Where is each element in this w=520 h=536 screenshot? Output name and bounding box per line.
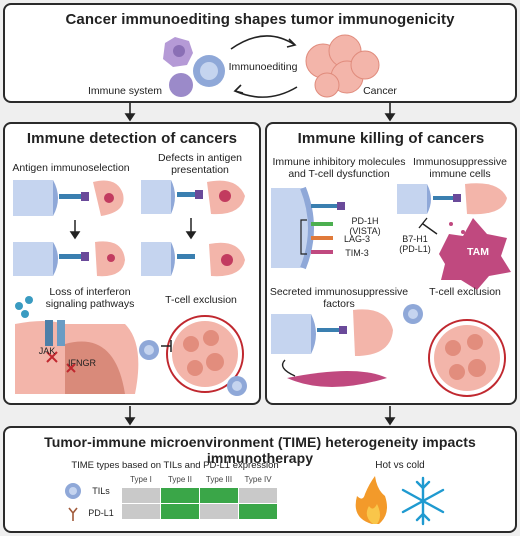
killing-title: Immune killing of cancers [297, 130, 485, 147]
tim3-label: TIM-3 [345, 248, 369, 258]
immune-cells-icon [163, 37, 225, 97]
suppressive-label-line2: immune cells [429, 168, 491, 180]
immune-system-label: Immune system [87, 85, 163, 97]
killing-panel: Immune killing of cancers [265, 122, 517, 405]
hot-vs-cold-label: Hot vs cold [375, 460, 425, 471]
type-iv-header: Type IV [244, 475, 272, 484]
til-icon [65, 483, 81, 499]
tumor-cluster-icon [305, 34, 380, 98]
grid-cell [160, 487, 200, 504]
detection-title: Immune detection of cancers [26, 130, 238, 147]
time-panel: Tumor-immune microenvironment (TIME) het… [3, 426, 517, 533]
jak-label: JAK [38, 346, 56, 356]
b7h1-label-line2: (PD-L1) [399, 244, 431, 254]
immunosuppressive-cells-icon [397, 183, 511, 290]
row-label-pdl1: PD-L1 [88, 508, 114, 518]
tcell-tumor-escape-icon [13, 241, 125, 277]
row-label-tils: TILs [92, 486, 110, 496]
grid-cell [121, 487, 161, 504]
tcell-tumor-synapse-icon [13, 180, 124, 216]
immunoediting-title: Cancer immunoediting shapes tumor immuno… [65, 11, 455, 28]
ifngr-label: IFNGR [68, 358, 96, 368]
immunoediting-illustration [163, 34, 380, 98]
table-row-pdl1 [121, 503, 278, 520]
grid-cell [121, 503, 161, 520]
table-row-tils [121, 487, 278, 504]
defects-label-line1: Defects in antigen [157, 152, 243, 164]
tcell-exclusion-icon [139, 315, 247, 396]
tam-label: TAM [467, 246, 489, 258]
antigen-presentation-icon [141, 180, 245, 215]
killing-tcell-exclusion-icon [403, 304, 506, 397]
type-ii-header: Type II [167, 475, 192, 484]
defects-label-line2: presentation [171, 164, 229, 176]
suppressive-label-line1: Immunosuppressive [413, 156, 507, 168]
time-title: Tumor-immune microenvironment (TIME) het… [44, 434, 476, 466]
secreted-label-line2: factors [323, 298, 355, 310]
pd1h-label-line2: (VISTA) [349, 226, 381, 236]
lag3-label: LAG-3 [343, 234, 370, 244]
inhibitory-label-line1: Immune inhibitory molecules [272, 156, 406, 168]
antigen-loss-icon [141, 242, 245, 277]
secreted-label-line1: Secreted immunosuppressive [269, 286, 409, 298]
killing-tcell-exclusion-label: T-cell exclusion [429, 286, 501, 298]
pd1h-label-line1: PD-1H [351, 216, 379, 226]
grid-cell [199, 487, 239, 504]
inhibitory-molecules-icon [271, 186, 345, 270]
antigen-immunoselection-label: Antigen immunoselection [12, 162, 130, 174]
immunoediting-label: Immunoediting [228, 61, 298, 73]
grid-cell [160, 503, 200, 520]
inhibitory-label-line2: and T-cell dysfunction [288, 168, 390, 180]
tcell-exclusion-label: T-cell exclusion [165, 294, 237, 306]
interferon-signaling-icon [15, 296, 139, 394]
pdl1-icon [68, 507, 78, 521]
type-i-header: Type I [130, 475, 152, 484]
grid-cell [238, 487, 278, 504]
flame-icon [355, 476, 387, 524]
time-types-table: Type I Type II Type III Type IV [121, 472, 278, 520]
grid-cell [199, 503, 239, 520]
time-types-caption: TIME types based on TILs and PD-L1 expre… [71, 460, 279, 471]
type-iii-header: Type III [205, 475, 233, 484]
detection-panel: Immune detection of cancers [3, 122, 261, 405]
table-header-row: Type I Type II Type III Type IV [122, 472, 278, 488]
loss-label-line2: signaling pathways [45, 298, 135, 310]
immunoediting-arrows-icon [230, 35, 298, 98]
time-illustration [65, 476, 445, 526]
detection-illustration [13, 180, 247, 396]
killing-illustration [271, 183, 511, 397]
secreted-factors-icon [271, 309, 393, 387]
grid-cell [238, 503, 278, 520]
cancer-label: Cancer [363, 85, 397, 97]
loss-label-line1: Loss of interferon [49, 286, 131, 298]
b7h1-label-line1: B7-H1 [402, 234, 428, 244]
immunoediting-panel: Cancer immunoediting shapes tumor immuno… [3, 3, 517, 103]
snowflake-icon [401, 476, 445, 526]
